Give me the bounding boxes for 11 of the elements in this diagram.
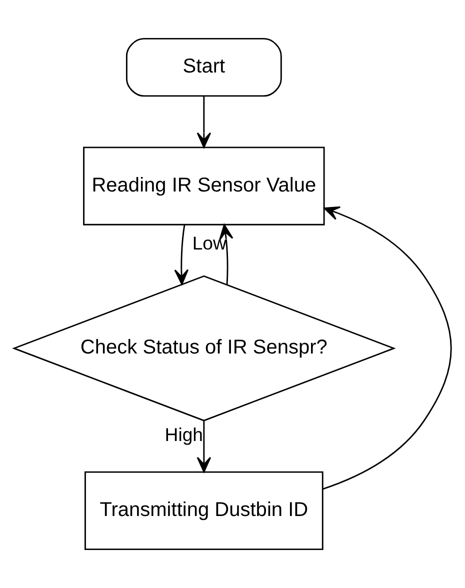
node-box: Reading IR Sensor Value (83, 146, 325, 226)
arrow (196, 96, 212, 148)
arrow (322, 206, 452, 490)
edge-label: High (164, 424, 204, 446)
arrow (196, 420, 212, 472)
arrow (219, 224, 234, 285)
node-box: Start (126, 38, 282, 97)
edge-label: Low (192, 232, 226, 254)
node-diamond: Check Status of IR Senspr? (12, 275, 396, 422)
arrow (174, 224, 189, 285)
node-box: Transmitting Dustbin ID (84, 471, 324, 550)
